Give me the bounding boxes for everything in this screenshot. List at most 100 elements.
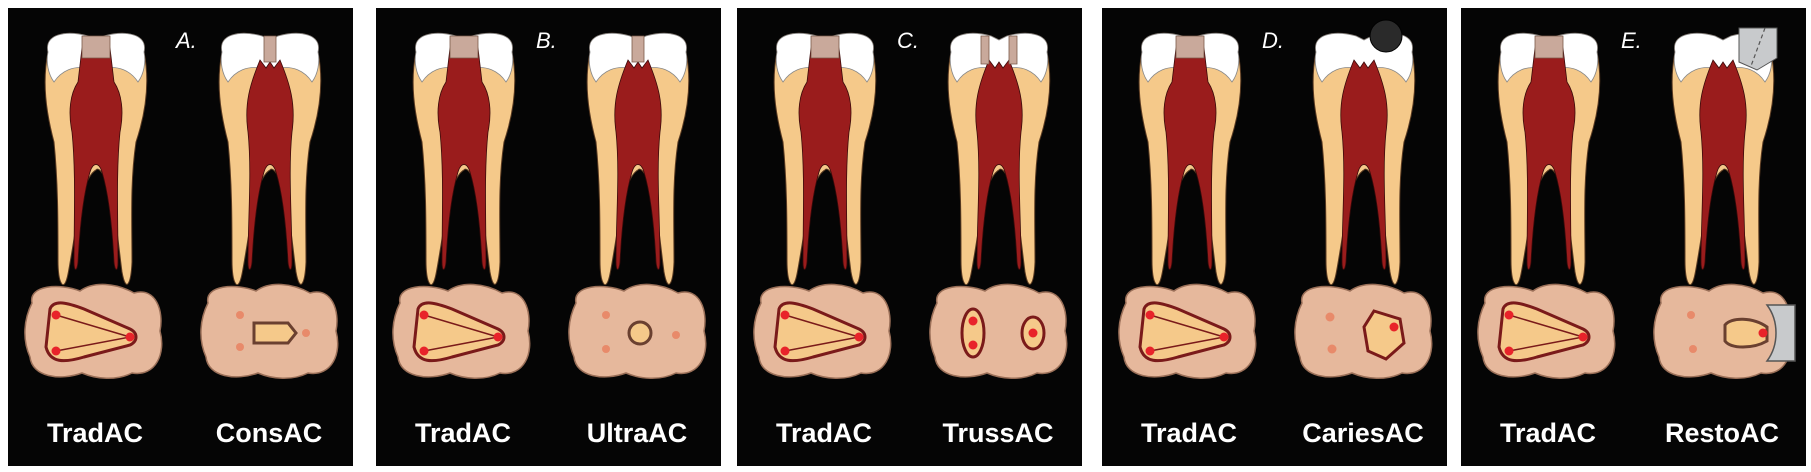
panel-e-left-canal-orifice-dot-1	[1578, 332, 1588, 342]
panel-b-right-label: UltraAC	[586, 418, 688, 448]
panel-c-left-molar-tooth-sagittal	[773, 32, 877, 286]
panel-a-right-pulp	[246, 59, 294, 270]
panel-c-right-molar-occlusal-view	[929, 283, 1068, 379]
panel-c-right-molar-tooth-sagittal	[947, 32, 1051, 286]
panel-d-right-caries-lesion	[1369, 19, 1403, 53]
panel-a-left-label: TradAC	[46, 418, 144, 448]
panel-c-right-canal-orifice-dot-0	[968, 316, 978, 326]
panel-b-letter: B.	[536, 28, 557, 53]
panel-d-left-canal-orifice-dot-1	[1219, 332, 1229, 342]
panel-b-right-canal-orifice-dot-2	[672, 331, 680, 339]
panel-a-right-access-cavity	[263, 35, 277, 63]
panel-e-left-molar-occlusal-view	[1477, 283, 1616, 379]
panel-a-left-canal-orifice-dot-2	[51, 346, 61, 356]
panel-b-left-access-outline	[412, 301, 506, 363]
panel-e-right-canal-orifice-dot-0	[1758, 328, 1768, 338]
panel-d-left-access-outline	[1138, 301, 1232, 363]
panel-e-left-access-cavity	[1534, 35, 1564, 59]
panel-a-right-canal-orifice-dot-1	[236, 343, 244, 351]
panel-e-right-restoration	[1765, 304, 1796, 362]
panel-e-right-pulp	[1699, 59, 1747, 270]
panel-e: E. TradAC RestoAC	[1461, 8, 1806, 466]
panel-b-right-access-cavity	[631, 35, 645, 63]
panel-a-drawing	[24, 32, 339, 379]
panel-c-right-access-cavity-distal	[1008, 35, 1018, 65]
panel-d-right-canal-orifice-dot-2	[1389, 322, 1399, 332]
panel-b-right-molar-tooth-sagittal	[586, 32, 690, 286]
panel-d-right-canal-orifice-dot-1	[1327, 344, 1337, 354]
panel-d-right-molar-tooth-sagittal	[1312, 19, 1416, 286]
panel-c-right-crown	[929, 283, 1068, 379]
panel-d-right-label: CariesAC	[1302, 418, 1424, 448]
panel-e-right-access-outline	[1723, 317, 1769, 349]
panel-a-left-pulp	[69, 47, 123, 270]
panel-d-right-pulp	[1340, 59, 1388, 270]
panel-a-right-canal-orifice-dot-2	[302, 329, 310, 337]
panel-d-drawing	[1118, 19, 1433, 379]
panel-e-right-crown	[1653, 283, 1792, 379]
panel-a-right-molar-tooth-sagittal	[218, 32, 322, 286]
panel-a-left-molar-occlusal-view	[24, 283, 163, 379]
panel-a-letter: A.	[176, 28, 197, 53]
panel-c-drawing	[753, 32, 1068, 379]
panel-e-left-access-outline	[1497, 301, 1591, 363]
panel-c-right-pulp	[975, 59, 1023, 270]
panel-b: B. TradAC UltraAC	[376, 8, 721, 466]
panel-c: C. TradAC TrussAC	[737, 8, 1082, 466]
panel-b-left-canal-orifice-dot-0	[419, 310, 429, 320]
panel-a-right-label: ConsAC	[215, 418, 323, 448]
panel-b-right-canal-orifice-dot-1	[602, 345, 610, 353]
panel-b-right-molar-occlusal-view	[568, 283, 707, 379]
panel-b-left-pulp	[437, 47, 491, 270]
panel-d: D. TradAC CariesAC	[1102, 8, 1447, 466]
panel-b-left-canal-orifice-dot-2	[419, 346, 429, 356]
panel-c-left-access-outline	[773, 301, 867, 363]
panel-c-right-access-outline-mesial	[960, 307, 986, 359]
panel-b-left-molar-tooth-sagittal	[412, 32, 516, 286]
panel-d-left-molar-tooth-sagittal	[1138, 32, 1242, 286]
panel-a-left-molar-tooth-sagittal	[44, 32, 148, 286]
panel-d-left-label: TradAC	[1140, 418, 1238, 448]
panel-e-right-canal-orifice-dot-2	[1689, 345, 1697, 353]
panel-d-letter: D.	[1262, 28, 1284, 53]
panel-a-right-molar-occlusal-view	[200, 283, 339, 379]
panel-a-left-canal-orifice-dot-1	[125, 332, 135, 342]
panel-d-left-canal-orifice-dot-0	[1145, 310, 1155, 320]
panel-b-left-access-cavity	[449, 35, 479, 59]
panel-e-right-restoration	[1738, 27, 1778, 71]
panel-b-left-molar-occlusal-view	[392, 283, 531, 379]
panel-c-left-canal-orifice-dot-0	[780, 310, 790, 320]
panel-d-right-canal-orifice-dot-0	[1325, 312, 1335, 322]
panel-c-left-canal-orifice-dot-1	[854, 332, 864, 342]
panel-a-right-canal-orifice-dot-0	[236, 311, 244, 319]
panel-c-left-access-cavity	[810, 35, 840, 59]
panel-d-left-molar-occlusal-view	[1118, 283, 1257, 379]
panel-c-right-canal-orifice-dot-2	[1028, 328, 1038, 338]
panel-c-letter: C.	[897, 28, 919, 53]
panel-c-left-canal-orifice-dot-2	[780, 346, 790, 356]
panel-b-left-label: TradAC	[414, 418, 512, 448]
panel-e-left-label: TradAC	[1499, 418, 1597, 448]
panel-a: A. TradAC ConsAC	[8, 8, 353, 466]
panel-b-left-canal-orifice-dot-1	[493, 332, 503, 342]
panel-c-right-label: TrussAC	[942, 418, 1054, 448]
panel-e-letter: E.	[1621, 28, 1642, 53]
panel-c-left-label: TradAC	[775, 418, 873, 448]
panel-e-right-molar-tooth-sagittal	[1671, 27, 1778, 286]
panel-c-left-molar-occlusal-view	[753, 283, 892, 379]
panel-e-left-canal-orifice-dot-0	[1504, 310, 1514, 320]
panel-c-right-access-cavity-mesial	[980, 35, 990, 65]
panel-a-left-access-outline	[44, 301, 138, 363]
panel-e-left-molar-tooth-sagittal	[1497, 32, 1601, 286]
panel-d-right-molar-occlusal-view	[1294, 283, 1433, 379]
panel-d-left-canal-orifice-dot-2	[1145, 346, 1155, 356]
panel-d-left-pulp	[1163, 47, 1217, 270]
panel-b-right-access-outline	[627, 320, 653, 346]
panel-a-left-access-cavity	[81, 35, 111, 59]
panel-d-left-access-cavity	[1175, 35, 1205, 59]
panel-a-left-canal-orifice-dot-0	[51, 310, 61, 320]
panel-e-right-molar-occlusal-view	[1653, 283, 1796, 379]
panel-b-right-canal-orifice-dot-0	[602, 311, 610, 319]
panel-e-left-pulp	[1522, 47, 1576, 270]
panel-b-drawing	[392, 32, 707, 379]
